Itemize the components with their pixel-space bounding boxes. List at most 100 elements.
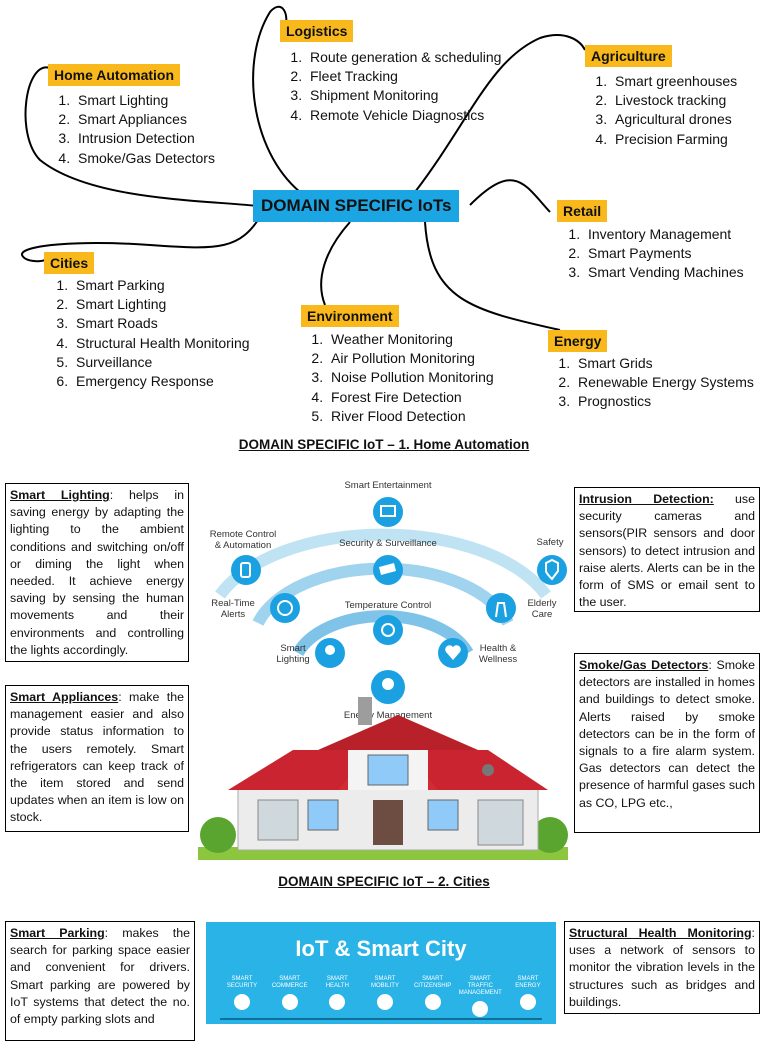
smart-parking-box: Smart Parking: makes the search for park… bbox=[5, 921, 195, 1041]
list-item: Weather Monitoring bbox=[327, 330, 494, 349]
label-energy: Energy Management bbox=[344, 710, 433, 721]
section-title-cities: DOMAIN SPECIFIC IoT – 2. Cities bbox=[278, 874, 490, 889]
mindmap-connectors bbox=[21, 5, 586, 331]
box-text: : makes the search for parking space eas… bbox=[10, 926, 191, 1027]
box-heading: Structural Health Monitoring bbox=[569, 926, 752, 940]
shield-icon bbox=[537, 555, 567, 585]
label-security: Security & Surveillance bbox=[339, 538, 437, 549]
home-automation-tag: Home Automation bbox=[48, 64, 181, 86]
smart-entertainment-icon bbox=[373, 497, 403, 527]
cities-tag: Cities bbox=[44, 252, 95, 274]
list-item: Smart Grids bbox=[574, 354, 754, 373]
category: SMART SECURITY bbox=[220, 976, 264, 1017]
list-item: Surveillance bbox=[72, 353, 250, 372]
retail-tag: Retail bbox=[557, 200, 608, 222]
category-icon bbox=[424, 994, 441, 1010]
list-item: Intrusion Detection bbox=[74, 129, 215, 148]
label-lighting-1: Smart bbox=[280, 643, 306, 654]
box-text: : helps in saving energy by adapting the… bbox=[10, 488, 184, 657]
label-elderly-2: Care bbox=[532, 609, 553, 620]
list-item: Forest Fire Detection bbox=[327, 388, 494, 407]
banner-title: IoT & Smart City bbox=[295, 936, 467, 961]
list-item: Structural Health Monitoring bbox=[72, 334, 250, 353]
label-elderly-1: Elderly bbox=[527, 598, 556, 609]
list-item: Inventory Management bbox=[584, 225, 744, 244]
category-icon bbox=[329, 994, 346, 1010]
list-item: Route generation & scheduling bbox=[306, 48, 501, 67]
label-alerts-1: Real-Time bbox=[211, 598, 254, 609]
list-item: Smoke/Gas Detectors bbox=[74, 149, 215, 168]
agriculture-tag: Agriculture bbox=[585, 45, 672, 67]
smart-city-banner: IoT & Smart City SMART SECURITY SMART CO… bbox=[206, 922, 556, 1024]
cities-list: Smart Parking Smart Lighting Smart Roads… bbox=[50, 276, 250, 391]
home-automation-infographic: Smart Entertainment Remote Control & Aut… bbox=[198, 480, 568, 860]
box-text: : make the management easier and also pr… bbox=[10, 690, 184, 825]
label-alerts-2: Alerts bbox=[221, 609, 246, 620]
category: SMART TRAFFIC MANAGEMENT bbox=[458, 976, 502, 1017]
category-icon bbox=[234, 994, 250, 1010]
list-item: Remote Vehicle Diagnostics bbox=[306, 106, 501, 125]
logistics-tag: Logistics bbox=[280, 20, 354, 42]
center-node: DOMAIN SPECIFIC IoTs bbox=[253, 190, 460, 222]
list-item: Agricultural drones bbox=[611, 110, 737, 129]
box-heading: Intrusion Detection: bbox=[579, 492, 714, 506]
environment-list: Weather Monitoring Air Pollution Monitor… bbox=[305, 330, 494, 426]
list-item: Smart Parking bbox=[72, 276, 250, 295]
smart-appliances-box: Smart Appliances: make the management ea… bbox=[5, 685, 189, 832]
category-icon bbox=[281, 994, 298, 1010]
box-heading: Smart Parking bbox=[10, 926, 105, 940]
logistics-list: Route generation & scheduling Fleet Trac… bbox=[284, 48, 501, 125]
list-item: Fleet Tracking bbox=[306, 67, 501, 86]
list-item: Smart Vending Machines bbox=[584, 263, 744, 282]
box-text: use security cameras and sensors(PIR sen… bbox=[579, 492, 755, 610]
list-item: Precision Farming bbox=[611, 130, 737, 149]
list-item: Shipment Monitoring bbox=[306, 86, 501, 105]
agriculture-list: Smart greenhouses Livestock tracking Agr… bbox=[589, 72, 737, 149]
category: SMART HEALTH bbox=[315, 976, 359, 1017]
thermostat-icon bbox=[373, 615, 403, 645]
elderly-care-icon bbox=[486, 593, 516, 623]
list-item: Emergency Response bbox=[72, 372, 250, 391]
label-health-1: Health & bbox=[480, 643, 517, 654]
category: SMART ENERGY bbox=[506, 976, 550, 1017]
list-item: Smart Lighting bbox=[74, 91, 215, 110]
retail-list: Inventory Management Smart Payments Smar… bbox=[562, 225, 744, 283]
label-temperature: Temperature Control bbox=[345, 600, 432, 611]
label-smart-entertainment: Smart Entertainment bbox=[344, 480, 431, 491]
banner-baseline bbox=[220, 1018, 542, 1020]
list-item: Noise Pollution Monitoring bbox=[327, 368, 494, 387]
intrusion-detection-box: Intrusion Detection: use security camera… bbox=[574, 487, 760, 612]
box-text: : uses a network of sensors to monitor t… bbox=[569, 926, 755, 1009]
section-title-home-automation: DOMAIN SPECIFIC IoT – 1. Home Automation bbox=[238, 437, 530, 452]
house-illustration bbox=[198, 697, 568, 860]
box-text: : Smoke detectors are installed in homes… bbox=[579, 658, 756, 810]
label-safety: Safety bbox=[537, 537, 564, 548]
energy-tag: Energy bbox=[548, 330, 608, 352]
label-health-2: Wellness bbox=[479, 654, 518, 665]
box-heading: Smart Lighting bbox=[10, 488, 110, 502]
smoke-gas-detectors-box: Smoke/Gas Detectors: Smoke detectors are… bbox=[574, 653, 760, 833]
category: SMART CITIZENSHIP bbox=[411, 976, 455, 1017]
banner-categories: SMART SECURITY SMART COMMERCE SMART HEAL… bbox=[220, 976, 550, 1017]
alarm-clock-icon bbox=[270, 593, 300, 623]
environment-tag: Environment bbox=[301, 305, 399, 327]
list-item: Smart Appliances bbox=[74, 110, 215, 129]
remote-control-icon bbox=[231, 555, 261, 585]
home-automation-list: Smart Lighting Smart Appliances Intrusio… bbox=[52, 91, 215, 168]
list-item: Renewable Energy Systems bbox=[574, 373, 754, 392]
list-item: Prognostics bbox=[574, 392, 754, 411]
category-icon bbox=[519, 994, 536, 1010]
category-icon bbox=[376, 994, 393, 1010]
list-item: River Flood Detection bbox=[327, 407, 494, 426]
list-item: Smart greenhouses bbox=[611, 72, 737, 91]
list-item: Air Pollution Monitoring bbox=[327, 349, 494, 368]
list-item: Smart Roads bbox=[72, 314, 250, 333]
list-item: Smart Payments bbox=[584, 244, 744, 263]
box-heading: Smoke/Gas Detectors bbox=[579, 658, 709, 672]
label-remote-control-1: Remote Control bbox=[210, 529, 277, 540]
category: SMART MOBILITY bbox=[363, 976, 407, 1017]
label-lighting-2: Lighting bbox=[276, 654, 309, 665]
smart-lighting-box: Smart Lighting: helps in saving energy b… bbox=[5, 483, 189, 662]
category-icon bbox=[472, 1001, 489, 1017]
label-remote-control-2: & Automation bbox=[215, 540, 272, 551]
